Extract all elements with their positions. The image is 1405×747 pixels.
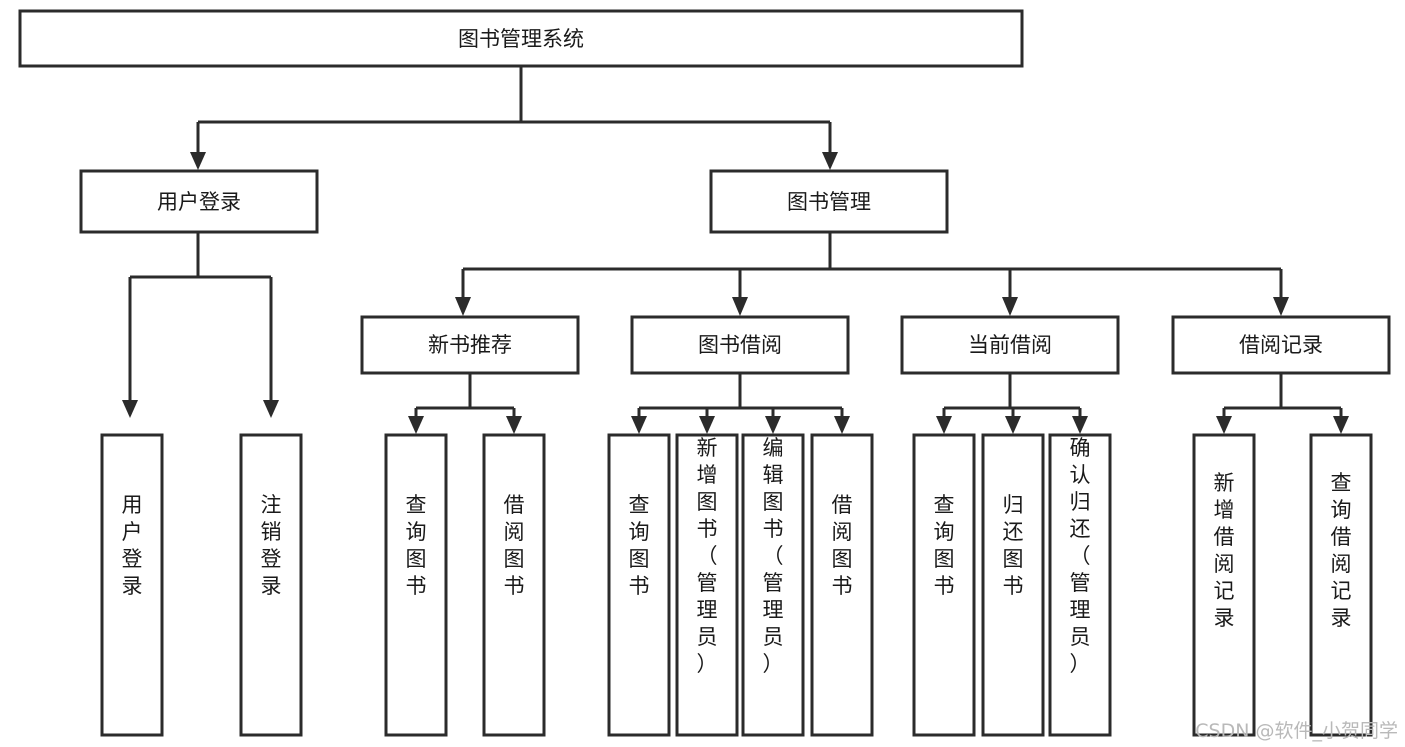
arrowhead-records [1273,297,1289,316]
node-records-query-box[interactable] [1309,433,1373,737]
node-borrow-edit[interactable]: 编辑图书（管理员） [741,433,805,737]
node-root[interactable]: 图书管理系统 [18,9,1024,68]
node-borrow-lend[interactable]: 借阅图书 [810,433,874,737]
node-records[interactable]: 借阅记录 [1171,315,1391,375]
node-records-query[interactable]: 查询借阅记录 [1309,433,1373,737]
arrowhead-login-user [122,400,138,418]
node-newbook[interactable]: 新书推荐 [360,315,580,375]
arrowhead-records-add [1216,416,1232,434]
arrowhead-borrow-lend [834,416,850,434]
node-borrow-query[interactable]: 查询图书 [607,433,671,737]
node-newbook-label: 新书推荐 [428,333,512,357]
node-borrow-label: 图书借阅 [698,333,782,357]
node-current-box[interactable] [900,315,1120,375]
arrowhead-newbook-borrow [506,416,522,434]
node-current-return-box[interactable] [981,433,1045,737]
node-bookmgmt-label: 图书管理 [787,190,871,214]
node-login-logout[interactable]: 注销登录 [239,433,303,737]
node-login-logout-label: 注销登录 [261,493,282,598]
arrowhead-current-return [1005,416,1021,434]
node-borrow[interactable]: 图书借阅 [630,315,850,375]
node-borrow-lend-label: 借阅图书 [832,493,853,598]
node-newbook-borrow-label: 借阅图书 [504,493,525,598]
node-login-user-box[interactable] [100,433,164,737]
node-records-add[interactable]: 新增借阅记录 [1192,433,1256,737]
node-current-confirm[interactable]: 确认归还（管理员） [1048,433,1112,737]
node-borrow-add[interactable]: 新增图书（管理员） [675,433,739,737]
node-borrow-box[interactable] [630,315,850,375]
node-records-query-label: 查询借阅记录 [1331,471,1352,630]
node-current-query-label: 查询图书 [934,493,955,598]
node-current-return[interactable]: 归还图书 [981,433,1045,737]
node-bookmgmt[interactable]: 图书管理 [709,169,949,234]
node-borrow-query-label: 查询图书 [629,493,650,598]
node-newbook-query[interactable]: 查询图书 [384,433,448,737]
node-borrow-add-box[interactable] [675,433,739,737]
node-newbook-borrow[interactable]: 借阅图书 [482,433,546,737]
node-current-label: 当前借阅 [968,333,1052,357]
node-records-add-label: 新增借阅记录 [1214,471,1235,630]
node-borrow-edit-box[interactable] [741,433,805,737]
node-records-box[interactable] [1171,315,1391,375]
node-borrow-edit-label: 编辑图书（管理员） [763,436,784,676]
node-borrow-lend-box[interactable] [810,433,874,737]
node-records-add-box[interactable] [1192,433,1256,737]
node-root-label: 图书管理系统 [458,27,584,51]
node-login[interactable]: 用户登录 [79,169,319,234]
node-borrow-add-label: 新增图书（管理员） [697,436,718,676]
node-login-label: 用户登录 [157,190,241,214]
arrowhead-records-query [1333,416,1349,434]
watermark-label: CSDN @软件_小贺同学 [1195,720,1398,742]
node-login-user[interactable]: 用户登录 [100,433,164,737]
node-bookmgmt-box[interactable] [709,169,949,234]
arrowhead-current-confirm [1072,416,1088,434]
node-root-box[interactable] [18,9,1024,68]
arrowhead-borrow-query [631,416,647,434]
arrowhead-borrow [732,297,748,316]
node-newbook-box[interactable] [360,315,580,375]
arrowhead-current [1002,297,1018,316]
node-newbook-query-box[interactable] [384,433,448,737]
arrowhead-current-query [936,416,952,434]
arrowhead-borrow-edit [765,416,781,434]
node-current-confirm-label: 确认归还（管理员） [1070,436,1091,676]
node-current-confirm-box[interactable] [1048,433,1112,737]
arrowhead-login-logout [263,400,279,418]
node-current[interactable]: 当前借阅 [900,315,1120,375]
arrowhead-newbook-query [408,416,424,434]
arrowhead-bookmgmt [822,152,838,170]
node-login-user-label: 用户登录 [122,493,143,598]
node-login-logout-box[interactable] [239,433,303,737]
arrowhead-login [190,152,206,170]
connector-layer [122,66,1349,434]
node-newbook-query-label: 查询图书 [406,493,427,598]
node-borrow-query-box[interactable] [607,433,671,737]
node-login-box[interactable] [79,169,319,234]
node-newbook-borrow-box[interactable] [482,433,546,737]
node-records-label: 借阅记录 [1239,333,1323,357]
arrowhead-borrow-add [699,416,715,434]
node-current-query[interactable]: 查询图书 [912,433,976,737]
arrowhead-newbook [455,297,471,316]
node-current-return-label: 归还图书 [1003,493,1024,598]
node-current-query-box[interactable] [912,433,976,737]
